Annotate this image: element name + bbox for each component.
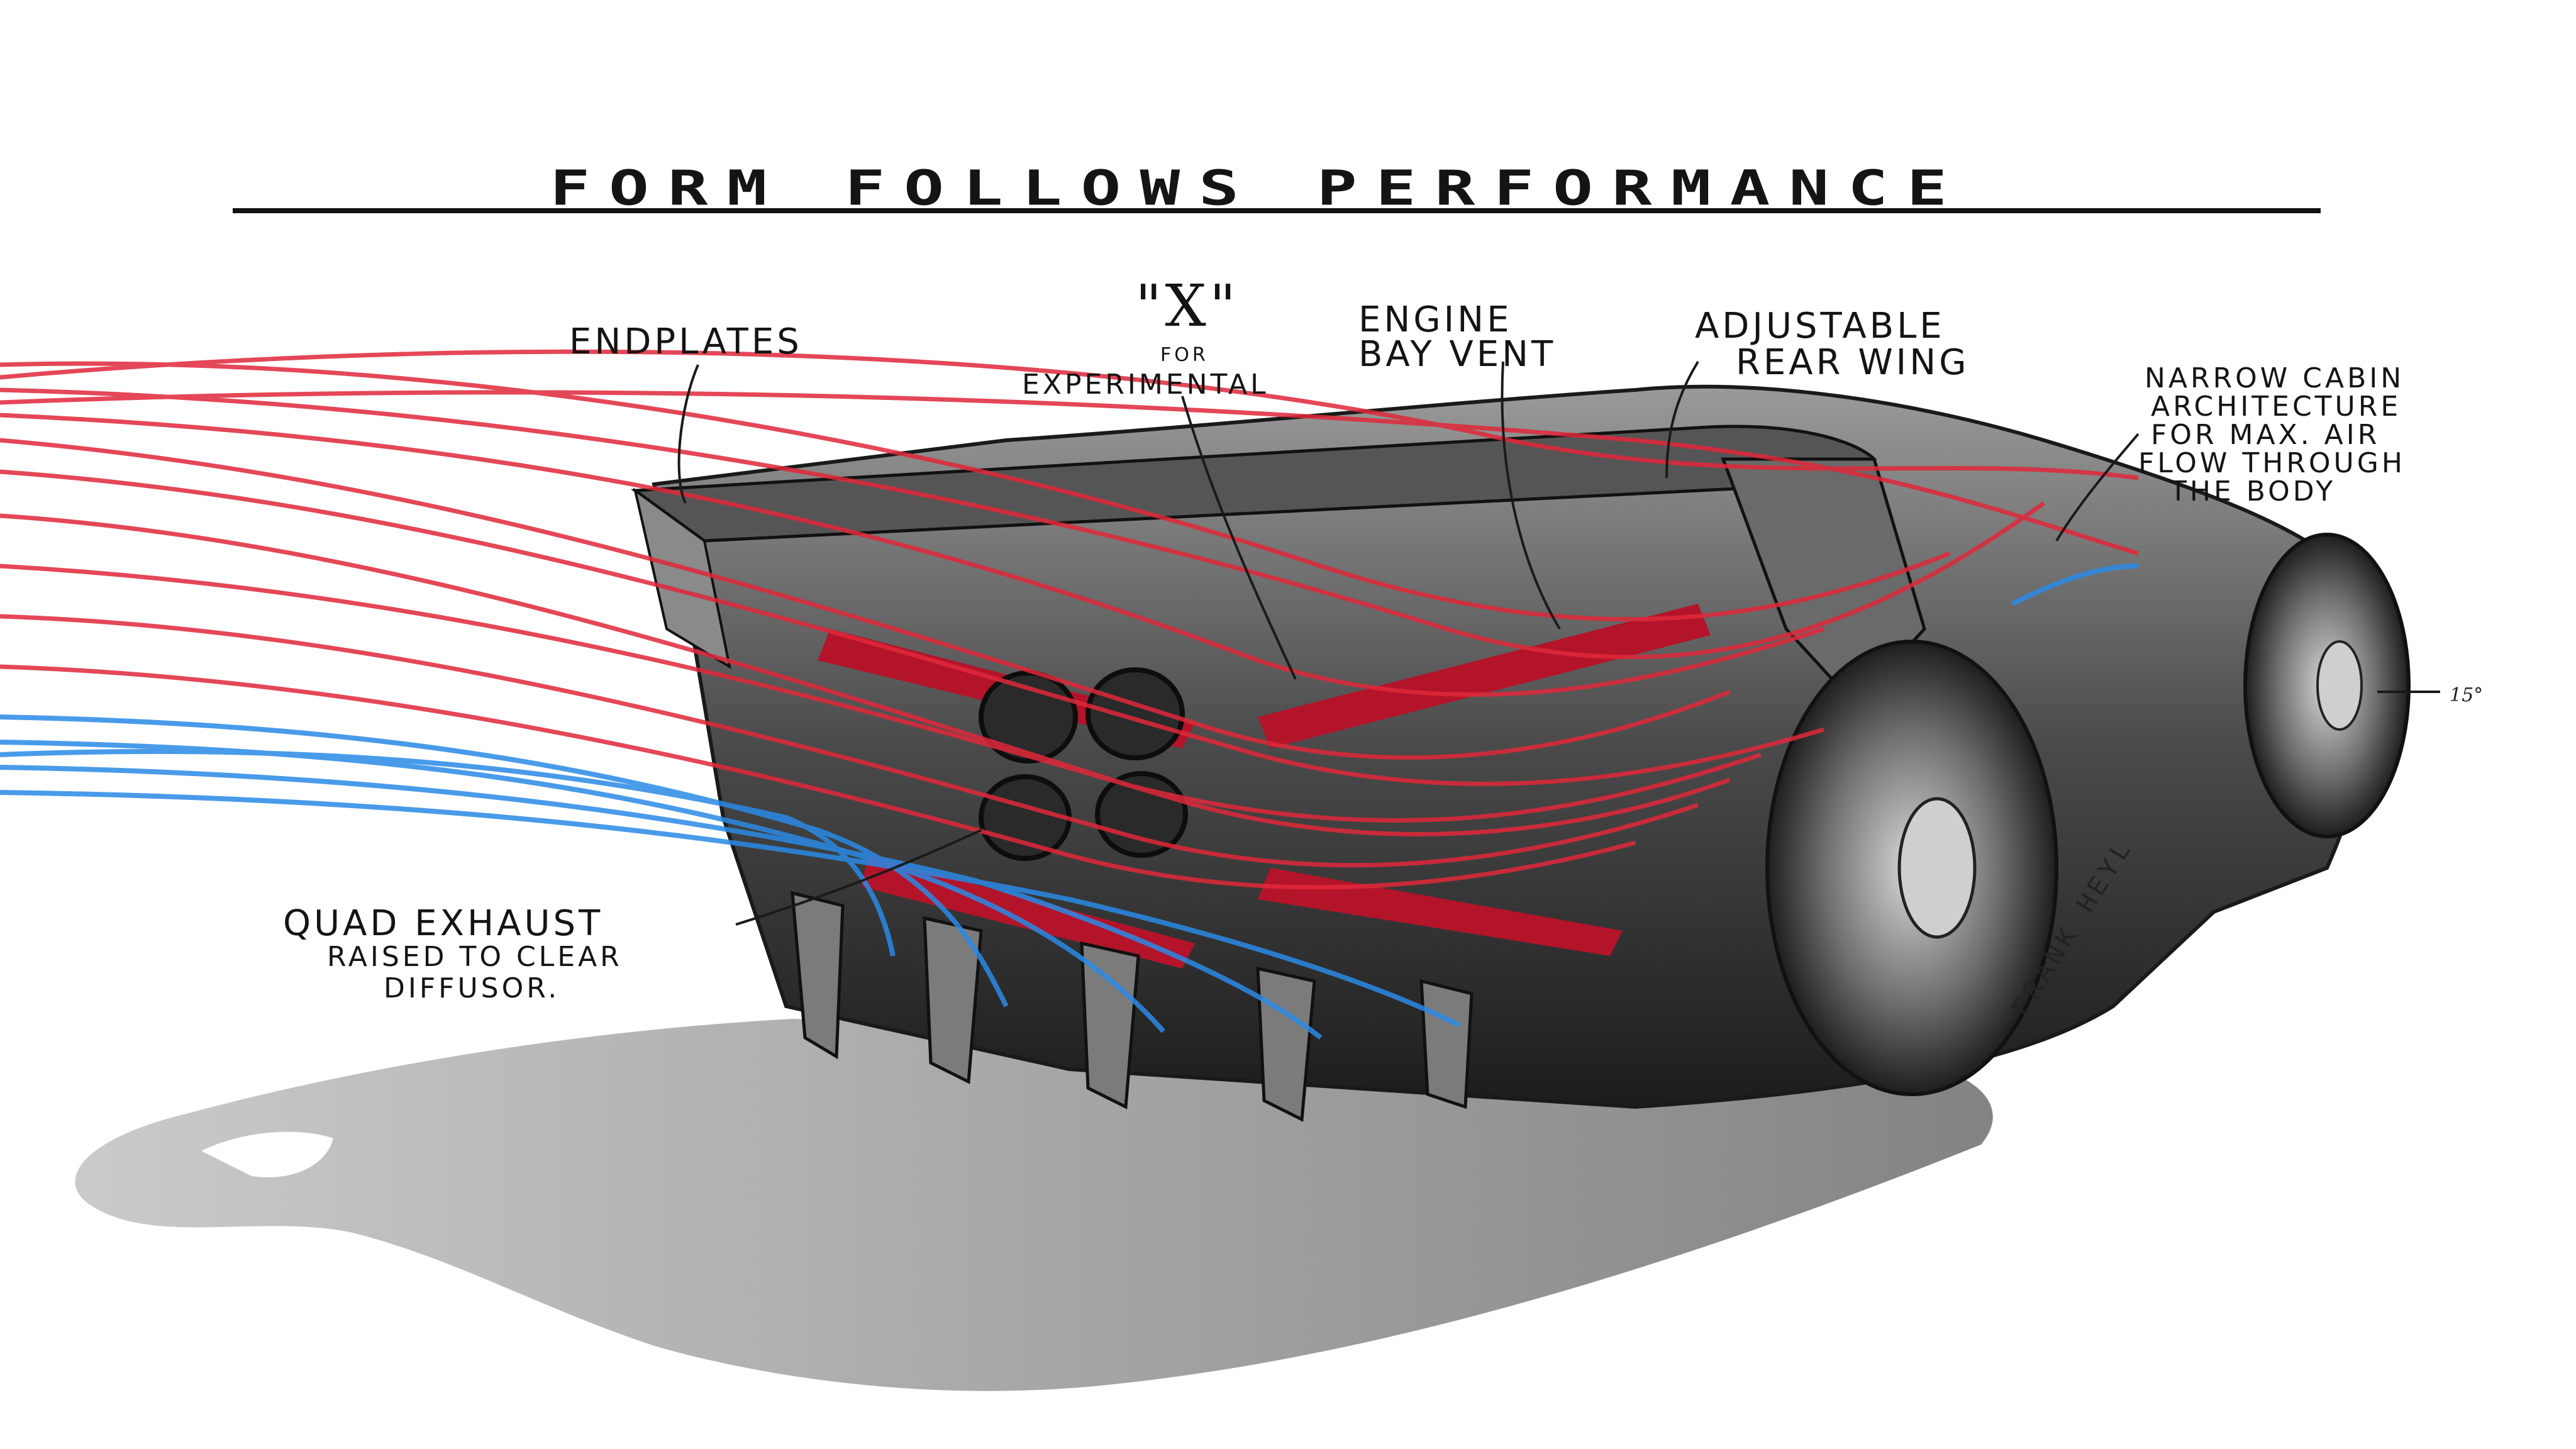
page-title: FORM FOLLOWS PERFORMANCE bbox=[550, 160, 1966, 216]
airflow-line bbox=[0, 413, 1825, 697]
callout-x-experimental: EXPERIMENTAL bbox=[1022, 369, 1269, 401]
x-leader bbox=[1181, 396, 1297, 680]
engine-vent-leader bbox=[1501, 361, 1561, 630]
exhaust-pipe bbox=[1095, 771, 1188, 858]
diffuser-fin bbox=[791, 891, 845, 1060]
front-wheel-hub bbox=[2316, 640, 2363, 731]
callout-x-mark: "X" bbox=[1135, 272, 1240, 340]
airflow-line bbox=[0, 748, 896, 957]
callout-endplates: ENDPLATES bbox=[569, 321, 802, 362]
endplates-leader bbox=[677, 364, 699, 504]
airflow-line bbox=[0, 349, 2139, 480]
airflow-red bbox=[0, 349, 2140, 890]
cabin-leader bbox=[2055, 433, 2140, 542]
callout-x-for: FOR bbox=[1160, 344, 1209, 366]
shadow-light-patch bbox=[201, 1131, 333, 1177]
airflow-line bbox=[0, 387, 2046, 660]
airflow-line bbox=[0, 564, 1731, 836]
ground-shadow bbox=[75, 1019, 1993, 1391]
callout-cabin-line1: NARROW CABIN bbox=[2145, 362, 2405, 394]
callout-wing-line1: ADJUSTABLE bbox=[1695, 306, 1945, 347]
airflow-line bbox=[0, 361, 1951, 622]
callout-exhaust-line2: RAISED TO CLEAR bbox=[327, 941, 623, 973]
callout-cabin-line3: FOR MAX. AIR bbox=[2151, 419, 2380, 451]
airflow-line bbox=[0, 438, 1731, 760]
exhaust-pipe bbox=[979, 774, 1072, 861]
airflow-line bbox=[0, 614, 1699, 868]
airflow-line bbox=[0, 664, 1636, 890]
angle-mark: 15° bbox=[2450, 684, 2484, 706]
callout-engine-line1: ENGINE bbox=[1358, 299, 1513, 340]
airflow-line bbox=[0, 469, 1825, 786]
callout-exhaust-line1: QUAD EXHAUST bbox=[283, 903, 604, 944]
exhaust-leader bbox=[735, 829, 982, 926]
airflow-line bbox=[0, 390, 2140, 556]
callout-cabin-line4: FLOW THROUGH bbox=[2138, 447, 2406, 479]
x-tail-light-upper-right bbox=[1258, 604, 1711, 748]
callout-cabin-line2: ARCHITECTURE bbox=[2151, 391, 2402, 423]
rear-wheel-hub bbox=[1897, 797, 1977, 939]
callout-exhaust-line3: DIFFUSOR. bbox=[384, 972, 560, 1004]
exhaust-pipe bbox=[1085, 667, 1185, 760]
airflow-line bbox=[0, 790, 1460, 1028]
airflow-blue bbox=[0, 564, 2139, 1040]
callout-engine-line2: BAY VENT bbox=[1358, 334, 1557, 375]
x-tail-light-lower-right bbox=[1258, 868, 1623, 956]
diffuser-fin bbox=[923, 916, 983, 1084]
diffuser-fin bbox=[1419, 979, 1474, 1109]
diffuser-fin bbox=[1080, 941, 1140, 1109]
rear-wing-leader bbox=[1665, 360, 1699, 479]
callout-wing-line2: REAR WING bbox=[1736, 342, 1970, 383]
callout-cabin-line5: THE BODY bbox=[2170, 475, 2336, 508]
airflow-line bbox=[0, 513, 1762, 823]
callout-leaders bbox=[677, 360, 2440, 926]
airflow-line bbox=[2011, 564, 2139, 606]
